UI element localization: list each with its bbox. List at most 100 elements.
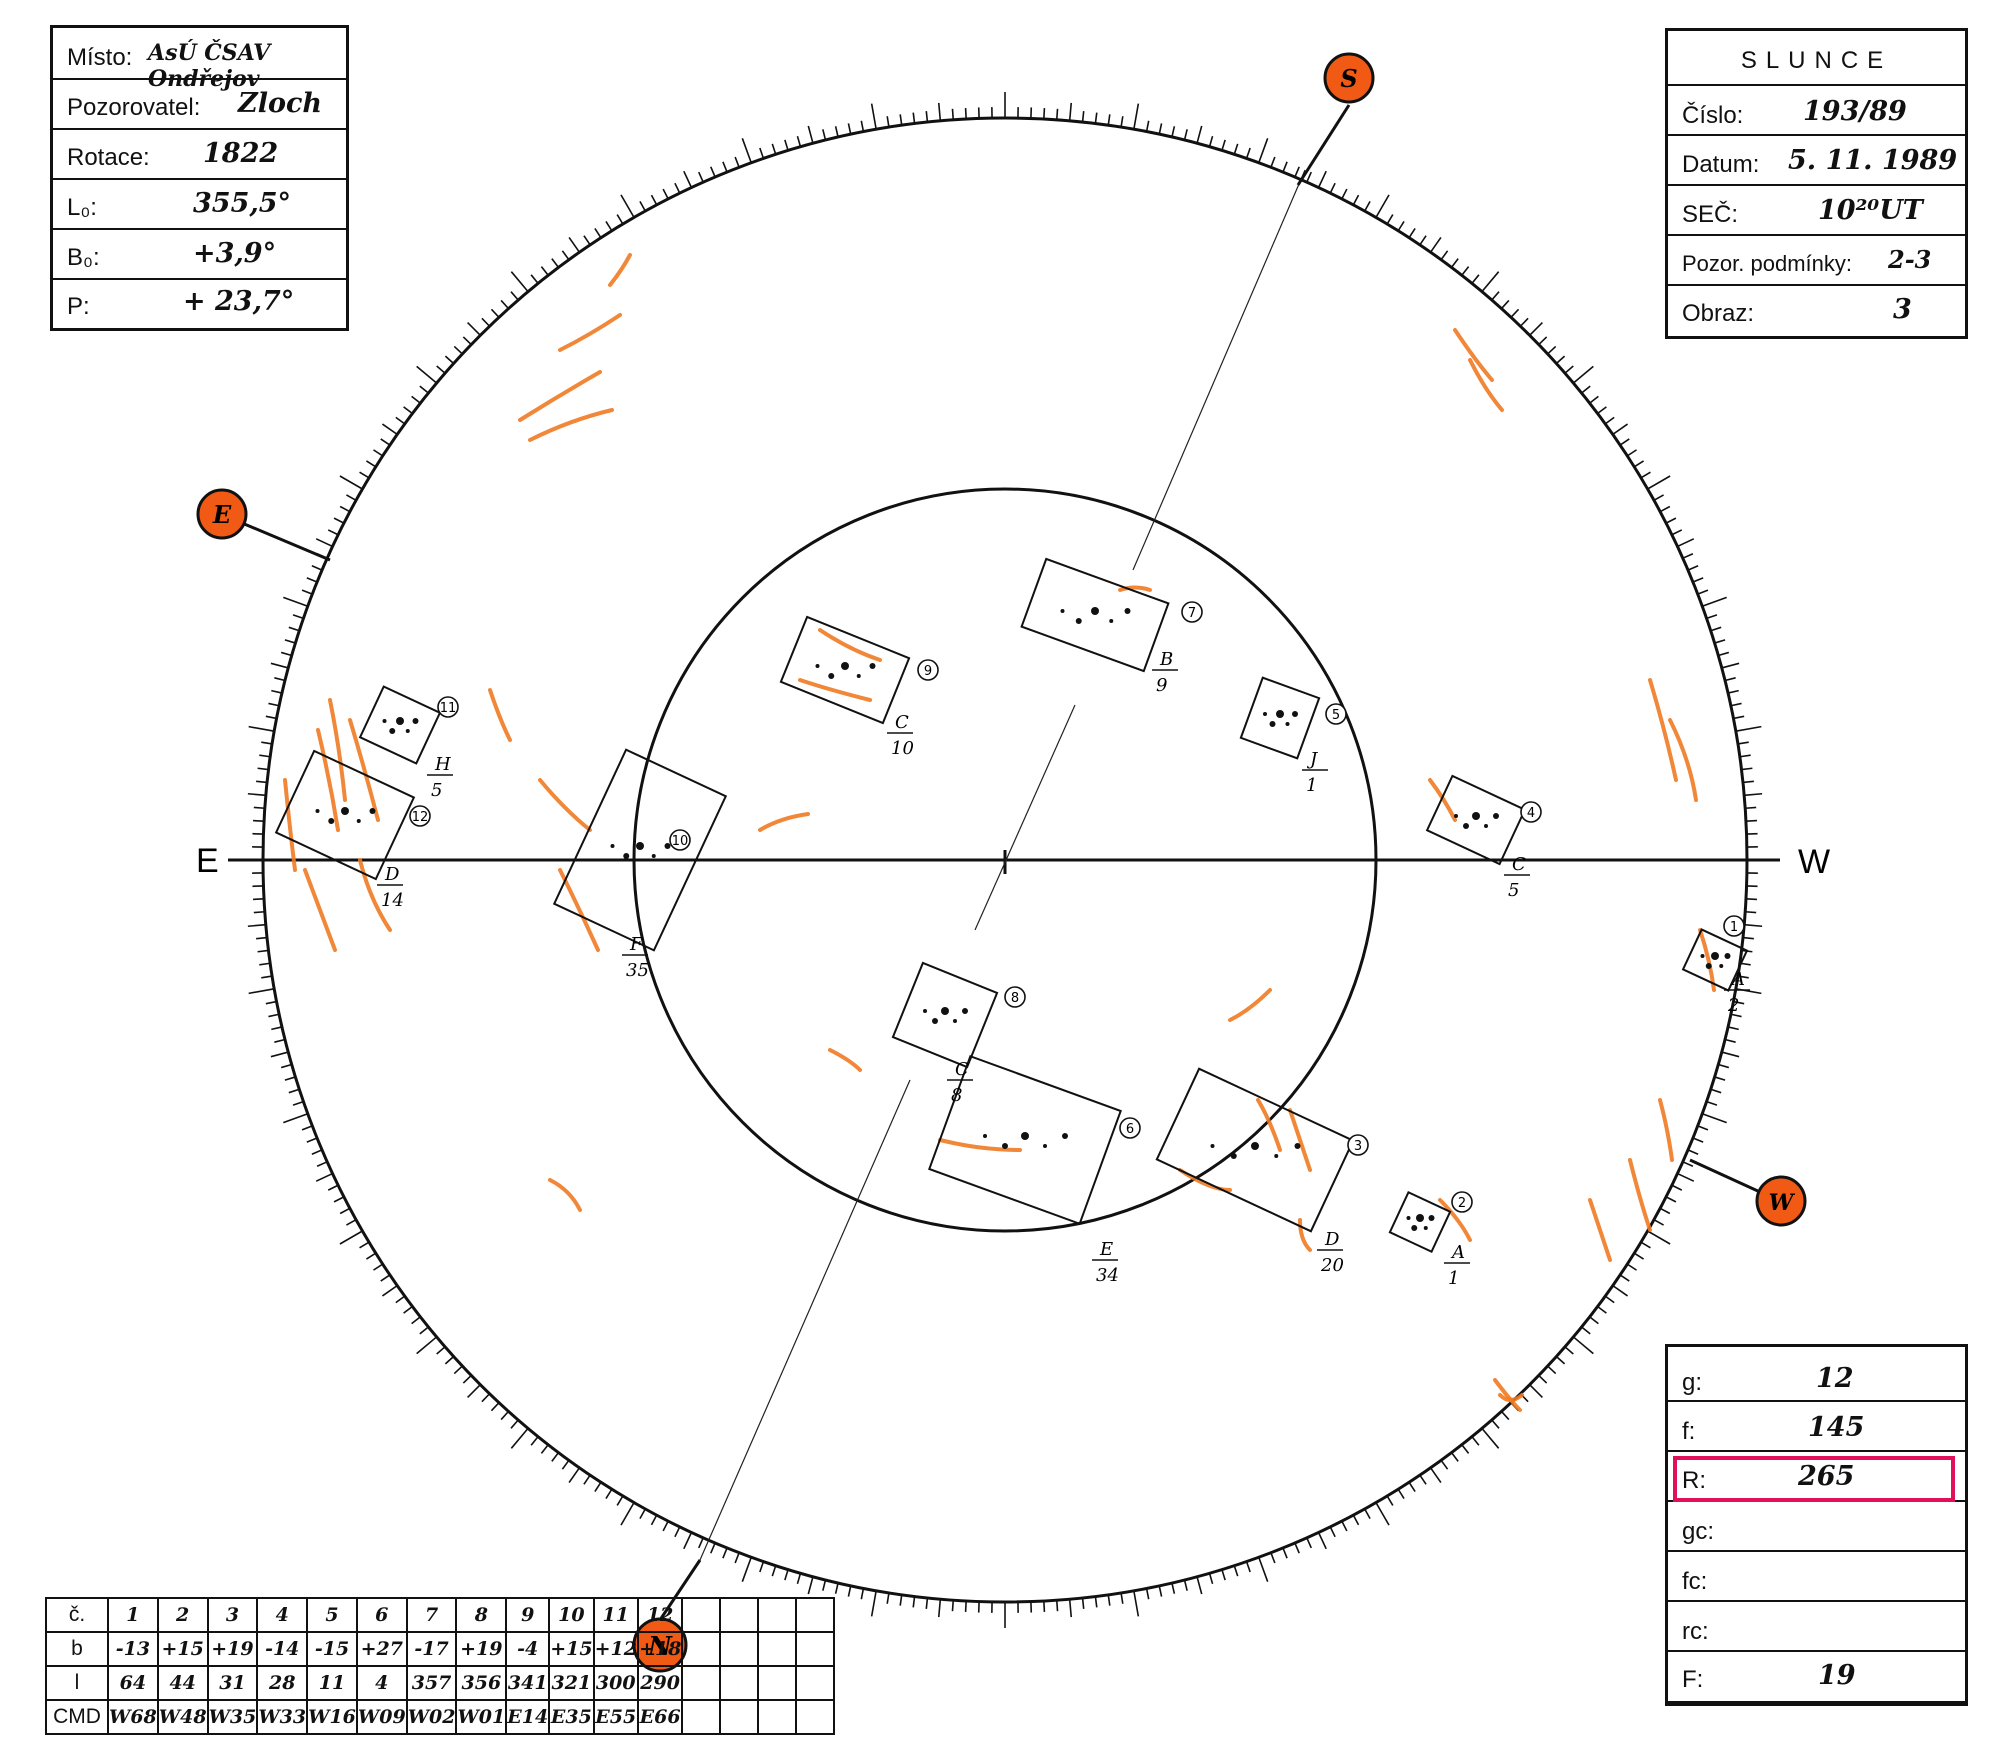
limb-tick [1386, 214, 1394, 225]
spot-mark [1705, 963, 1712, 969]
table-cell: 12 [636, 1597, 684, 1633]
group-box [1425, 774, 1527, 866]
limb-tick [248, 725, 275, 732]
limb-tick [1742, 780, 1754, 784]
limb-tick [1221, 1569, 1226, 1581]
facula-stroke [358, 858, 392, 932]
r-label: R: [1682, 1467, 1706, 1494]
limb-tick [1120, 1592, 1124, 1604]
group-type: C [895, 712, 909, 733]
spot-mark [396, 717, 404, 725]
g-label: g: [1682, 1369, 1703, 1396]
spot-mark [1274, 1154, 1279, 1158]
limb-tick [734, 156, 740, 168]
limb-tick [395, 1295, 406, 1304]
limb-tick [1745, 910, 1757, 914]
spot-mark [856, 674, 861, 678]
limb-tick [500, 299, 510, 310]
limb-tick [253, 806, 265, 810]
limb-tick [1270, 1552, 1276, 1564]
group-count: 8 [951, 1085, 962, 1106]
rotace-label: Rotace: [67, 144, 150, 171]
empty-cell [681, 1699, 722, 1735]
east-label: E [196, 842, 219, 880]
sec-label: SEČ: [1682, 201, 1739, 228]
spot-mark [1060, 609, 1065, 613]
empty-cell [795, 1597, 836, 1633]
limb-tick [416, 1336, 438, 1355]
limb-tick [283, 1113, 309, 1124]
limb-tick [1500, 1410, 1510, 1421]
empty-cell [719, 1699, 760, 1735]
limb-tick [620, 1502, 635, 1526]
limb-tick [1461, 266, 1470, 276]
facula-stroke [283, 778, 297, 872]
spot-mark [932, 1018, 938, 1024]
limb-tick [1538, 1374, 1548, 1384]
group-box [274, 749, 416, 881]
facula-stroke [828, 1048, 862, 1072]
limb-tick [270, 1051, 289, 1058]
F-row: F: 19 [1668, 1652, 1965, 1703]
limb-tick [1408, 1481, 1416, 1492]
limb-tick [339, 505, 351, 513]
limb-tick [1408, 228, 1416, 239]
group-number: 9 [924, 664, 932, 679]
b0-label: B₀: [67, 244, 100, 271]
podminky-row: Pozor. podmínky: 2-3 [1668, 236, 1965, 286]
facula-stroke [1298, 1218, 1312, 1252]
rotace-row: Rotace: 1822 [53, 130, 346, 180]
limb-tick [1094, 112, 1098, 124]
limb-tick [594, 228, 602, 239]
limb-tick [311, 1149, 323, 1155]
limb-tick [1491, 1419, 1500, 1429]
limb-tick [280, 651, 292, 657]
limb-tick [1671, 529, 1683, 536]
facula-stroke [1118, 585, 1152, 592]
limb-tick [807, 125, 814, 144]
group-box [1239, 676, 1321, 760]
facula-stroke [558, 313, 622, 352]
facula-stroke [1698, 928, 1716, 992]
empty-cell [795, 1631, 836, 1667]
limb-tick [1640, 1241, 1651, 1249]
spot-mark [828, 673, 835, 679]
table-cell: 8 [455, 1597, 508, 1633]
limb-tick [316, 1161, 328, 1168]
group-number: 3 [1354, 1139, 1362, 1154]
sunspot-group: 8C8 [891, 961, 1026, 1106]
limb-tick [292, 1100, 304, 1106]
limb-tick [259, 962, 271, 966]
limb-tick [1710, 626, 1722, 632]
limb-tick [257, 767, 269, 771]
spot-mark [389, 728, 396, 734]
limb-tick [500, 1410, 510, 1421]
group-count: 35 [626, 960, 649, 981]
limb-tick [1744, 792, 1763, 797]
limb-tick [1440, 1459, 1449, 1470]
limb-tick [1471, 274, 1480, 284]
limb-tick [870, 1590, 877, 1617]
limb-tick [380, 1274, 391, 1282]
table-cell: 300 [592, 1665, 639, 1701]
facula-stroke [1288, 1108, 1312, 1172]
observation-info-box: Místo: AsÚ ČSAV Ondřejov Pozorovatel: Zl… [50, 25, 349, 331]
group-type: J [1306, 749, 1319, 770]
svg-text:W: W [1769, 1190, 1796, 1216]
limb-tick [1341, 188, 1348, 200]
limb-tick [411, 1316, 421, 1325]
table-cell: E55 [592, 1699, 639, 1735]
axis-line-upper [1132, 169, 1306, 571]
limb-tick [1714, 639, 1726, 644]
limb-tick [1547, 1365, 1557, 1375]
limb-tick [1665, 517, 1677, 524]
limb-tick [1555, 355, 1566, 365]
limb-tick [268, 1013, 280, 1018]
limb-tick [710, 166, 716, 178]
limb-tick [271, 1026, 283, 1031]
limb-tick [284, 1076, 296, 1081]
